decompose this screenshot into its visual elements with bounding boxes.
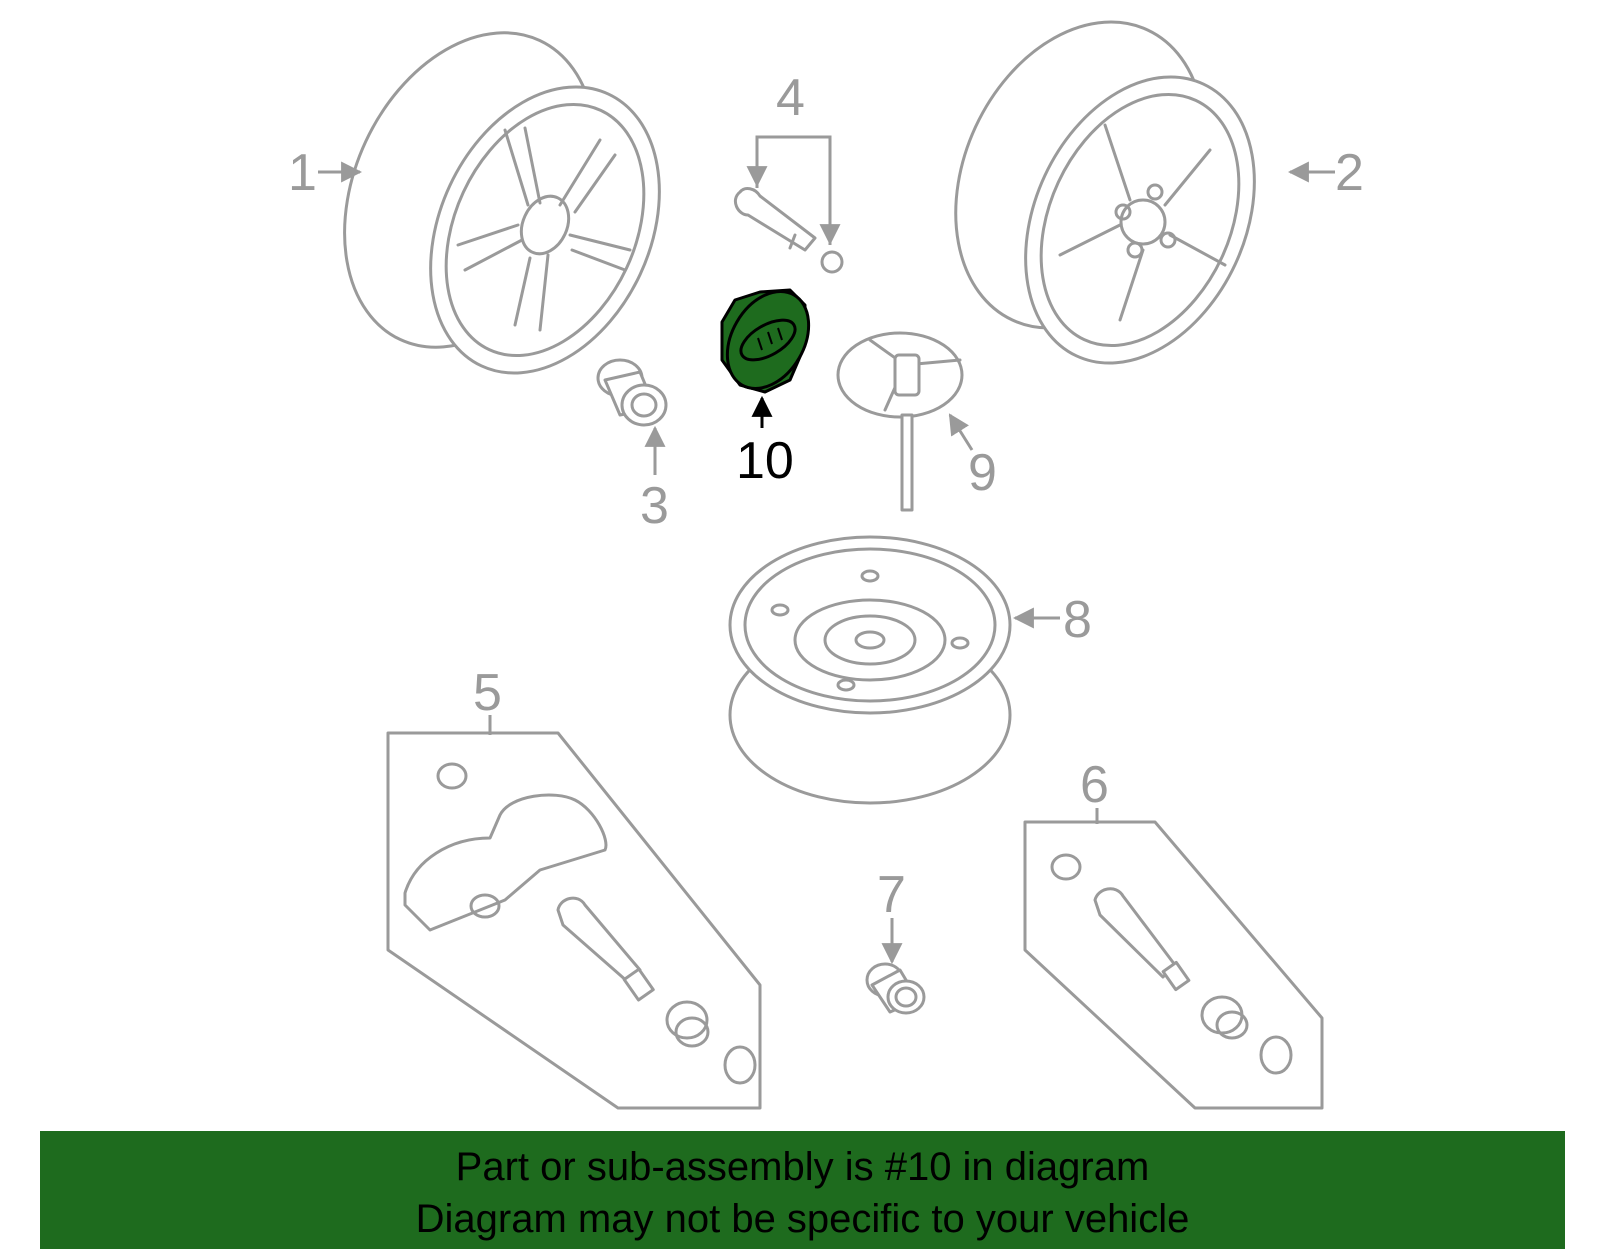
- banner-line-1: Part or sub-assembly is #10 in diagram: [455, 1145, 1150, 1189]
- part-6-tpms-service-kit[interactable]: [1023, 820, 1324, 1110]
- callout-8: 8: [1063, 591, 1092, 649]
- callout-9: 9: [968, 444, 997, 502]
- callout-4: 4: [776, 69, 805, 127]
- part-5-tpms-sensor-kit[interactable]: [386, 731, 762, 1110]
- callout-2: 2: [1335, 144, 1364, 202]
- part-2-alloy-wheel[interactable]: [908, 0, 1298, 400]
- part-10-center-cap[interactable]: [711, 277, 825, 403]
- callout-5: 5: [473, 664, 502, 722]
- part-4-valve-stem[interactable]: [734, 187, 844, 274]
- part-1-alloy-wheel[interactable]: [296, 0, 704, 410]
- part-7-lock-nut[interactable]: [865, 962, 926, 1015]
- callout-3: 3: [640, 477, 669, 535]
- callout-7: 7: [877, 866, 906, 924]
- banner-line-2: Diagram may not be specific to your vehi…: [415, 1197, 1190, 1241]
- part-9-hold-down-bolt[interactable]: [836, 331, 964, 512]
- callout-1: 1: [288, 144, 317, 202]
- leader-lines: [318, 135, 1335, 965]
- callout-10: 10: [736, 432, 794, 490]
- info-banner: Part or sub-assembly is #10 in diagram D…: [40, 1131, 1565, 1249]
- part-8-spare-wheel[interactable]: [728, 535, 1012, 805]
- callout-6: 6: [1080, 756, 1109, 814]
- part-3-lug-nut[interactable]: [596, 358, 668, 427]
